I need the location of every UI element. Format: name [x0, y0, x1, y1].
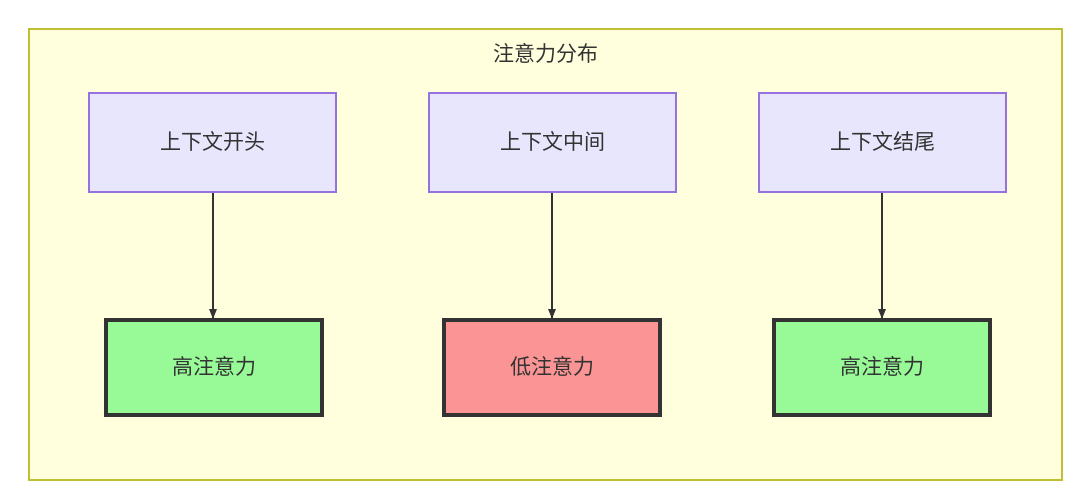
node-low-attention-middle[interactable]: 低注意力: [442, 318, 662, 417]
node-context-middle-label: 上下文中间: [500, 130, 605, 154]
node-context-start-label: 上下文开头: [160, 130, 265, 154]
node-high-attention-end[interactable]: 高注意力: [772, 318, 992, 417]
diagram-title: 注意力分布: [493, 43, 598, 66]
node-context-end[interactable]: 上下文结尾: [758, 92, 1007, 193]
node-high-attention-start-label: 高注意力: [172, 355, 256, 379]
node-high-attention-end-label: 高注意力: [840, 355, 924, 379]
node-low-attention-middle-label: 低注意力: [510, 355, 594, 379]
node-context-middle[interactable]: 上下文中间: [428, 92, 677, 193]
node-context-end-label: 上下文结尾: [830, 130, 935, 154]
node-context-start[interactable]: 上下文开头: [88, 92, 337, 193]
node-high-attention-start[interactable]: 高注意力: [104, 318, 324, 417]
